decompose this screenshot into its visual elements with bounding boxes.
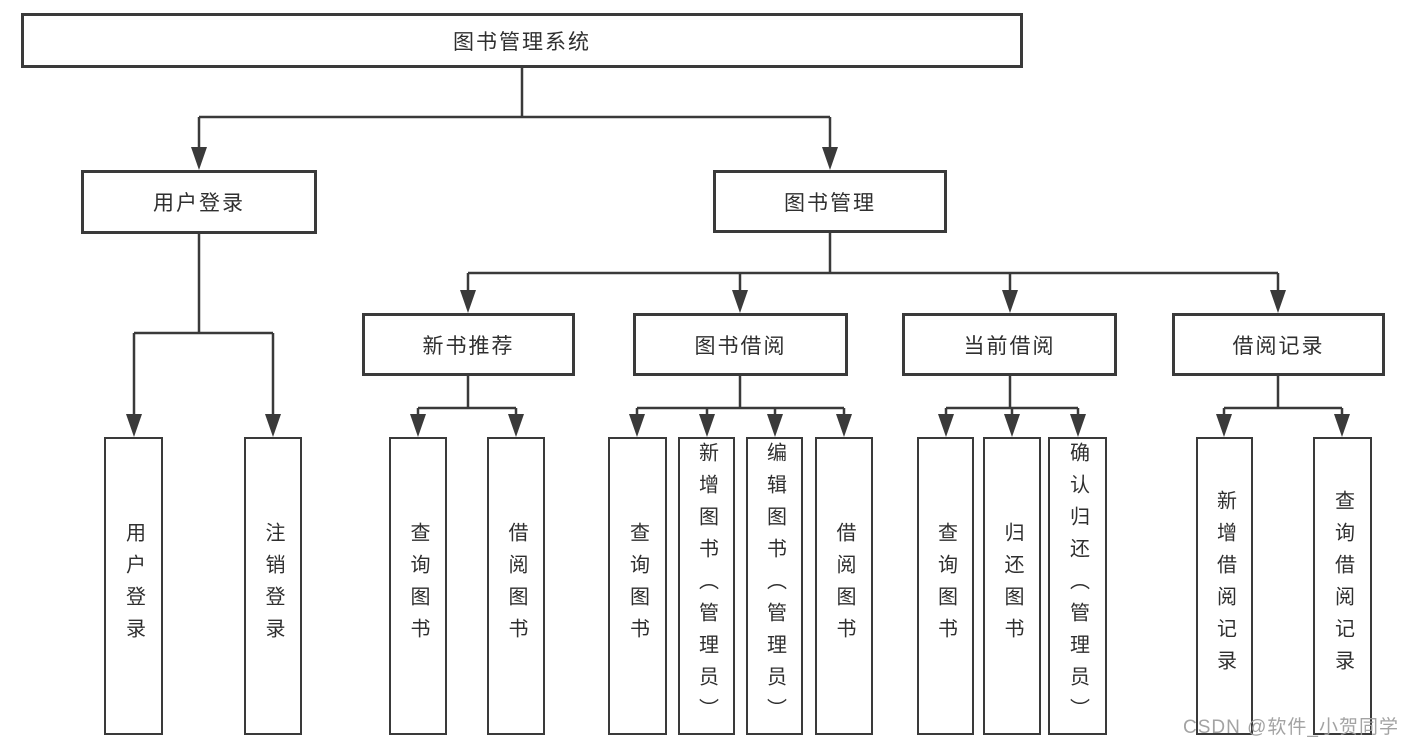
leaf-query-books-borrow: 查询图书 bbox=[608, 437, 667, 735]
node-borrowing-records: 借阅记录 bbox=[1172, 313, 1385, 376]
leaf-confirm-return-admin: 确认归还（管理员） bbox=[1048, 437, 1107, 735]
node-label: 图书管理 bbox=[784, 191, 876, 215]
node-label: 用户登录 bbox=[122, 522, 145, 650]
leaf-query-borrow-record: 查询借阅记录 bbox=[1313, 437, 1372, 735]
node-label: 编辑图书（管理员） bbox=[763, 442, 786, 730]
node-label: 借阅图书 bbox=[833, 522, 855, 650]
node-book-borrowing: 图书借阅 bbox=[633, 313, 848, 376]
node-label: 确认归还（管理员） bbox=[1066, 442, 1089, 730]
node-label: 新增图书（管理员） bbox=[695, 442, 718, 730]
arrowheads bbox=[126, 147, 1350, 437]
node-current-borrowing: 当前借阅 bbox=[902, 313, 1117, 376]
node-label: 新增借阅记录 bbox=[1213, 490, 1236, 682]
csdn-watermark: CSDN @软件_小贺同学 bbox=[1183, 717, 1399, 738]
leaf-borrow-books-recommend: 借阅图书 bbox=[487, 437, 545, 735]
leaf-user-login: 用户登录 bbox=[104, 437, 163, 735]
node-label: 用户登录 bbox=[153, 192, 245, 215]
node-user-login: 用户登录 bbox=[81, 170, 317, 234]
leaf-add-books-admin: 新增图书（管理员） bbox=[678, 437, 735, 735]
leaf-query-books-recommend: 查询图书 bbox=[389, 437, 447, 735]
node-label: 借阅记录 bbox=[1232, 334, 1325, 358]
leaf-borrow-books: 借阅图书 bbox=[815, 437, 873, 735]
node-label: 当前借阅 bbox=[963, 334, 1056, 358]
leaf-logout: 注销登录 bbox=[244, 437, 302, 735]
node-label: 借阅图书 bbox=[505, 522, 527, 650]
node-book-management: 图书管理 bbox=[713, 170, 947, 233]
leaf-return-books: 归还图书 bbox=[983, 437, 1041, 735]
node-library-management-system: 图书管理系统 bbox=[21, 13, 1023, 68]
leaf-edit-books-admin: 编辑图书（管理员） bbox=[746, 437, 803, 735]
leaf-add-borrow-record: 新增借阅记录 bbox=[1196, 437, 1253, 735]
node-label: 归还图书 bbox=[1001, 522, 1023, 650]
leaf-query-books-current: 查询图书 bbox=[917, 437, 974, 735]
node-label: 图书管理系统 bbox=[453, 30, 591, 54]
node-new-book-recommendation: 新书推荐 bbox=[362, 313, 575, 376]
node-label: 新书推荐 bbox=[422, 334, 515, 358]
node-label: 查询图书 bbox=[934, 522, 957, 650]
node-label: 注销登录 bbox=[262, 522, 284, 650]
node-label: 图书借阅 bbox=[694, 334, 787, 358]
node-label: 查询借阅记录 bbox=[1331, 490, 1354, 682]
node-label: 查询图书 bbox=[407, 522, 429, 650]
node-label: 查询图书 bbox=[626, 522, 649, 650]
